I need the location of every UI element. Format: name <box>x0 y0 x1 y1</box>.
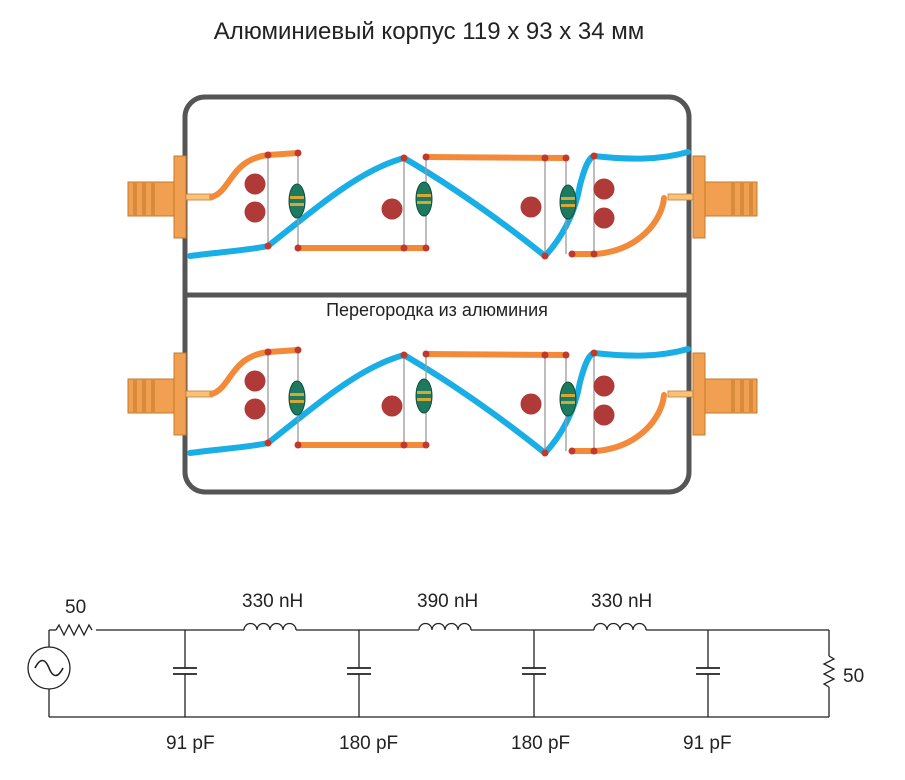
inductor-2-label: 390 nH <box>417 591 479 612</box>
inductor-1-label: 330 nH <box>242 591 304 612</box>
capacitor-3 <box>522 630 546 717</box>
capacitor-2-label: 180 pF <box>339 733 399 754</box>
source-resistor <box>55 623 93 637</box>
filter-section-top <box>128 150 757 260</box>
load-resistor <box>822 655 836 688</box>
capacitor-2 <box>347 630 371 717</box>
inductor-3-label: 330 nH <box>591 591 653 612</box>
enclosure <box>182 94 692 495</box>
load-resistance-label: 50 <box>843 666 865 687</box>
filter-section-bottom <box>128 347 757 457</box>
source-resistance-label: 50 <box>65 597 87 618</box>
schematic <box>27 622 836 718</box>
capacitor-4 <box>696 630 720 717</box>
inductor-3 <box>593 622 647 631</box>
inductor-1 <box>243 622 297 631</box>
capacitor-1-label: 91 pF <box>166 733 215 754</box>
partition-label: Перегородка из алюминия <box>326 300 548 320</box>
capacitor-4-label: 91 pF <box>683 733 732 754</box>
capacitor-1 <box>173 630 197 717</box>
capacitor-3-label: 180 pF <box>511 733 571 754</box>
inductor-2 <box>418 622 472 631</box>
diagram-title: Алюминиевый корпус 119 х 93 х 34 мм <box>213 18 645 45</box>
